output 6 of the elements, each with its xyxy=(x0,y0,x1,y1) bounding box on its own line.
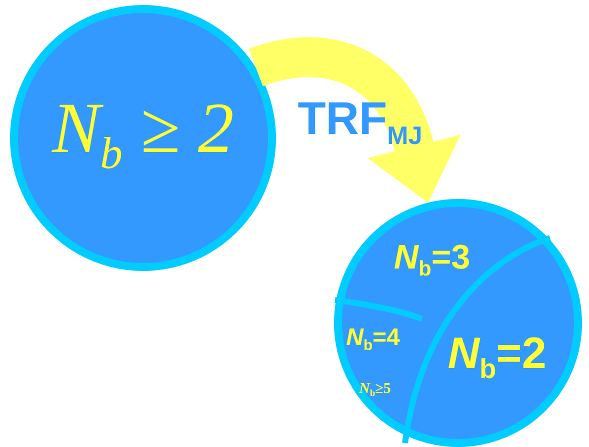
edge-label: TRF$_{MJ}$ xyxy=(298,94,422,150)
region-label: N$_{b}$=2 xyxy=(448,329,546,385)
region-label: N$_{b}$≥5 xyxy=(359,380,391,400)
node-label: N$_{b}$ ≥ 2 xyxy=(52,87,234,179)
region-label: N$_{b}$=4 xyxy=(346,324,400,354)
region-label: N$_{b}$=3 xyxy=(394,238,470,282)
